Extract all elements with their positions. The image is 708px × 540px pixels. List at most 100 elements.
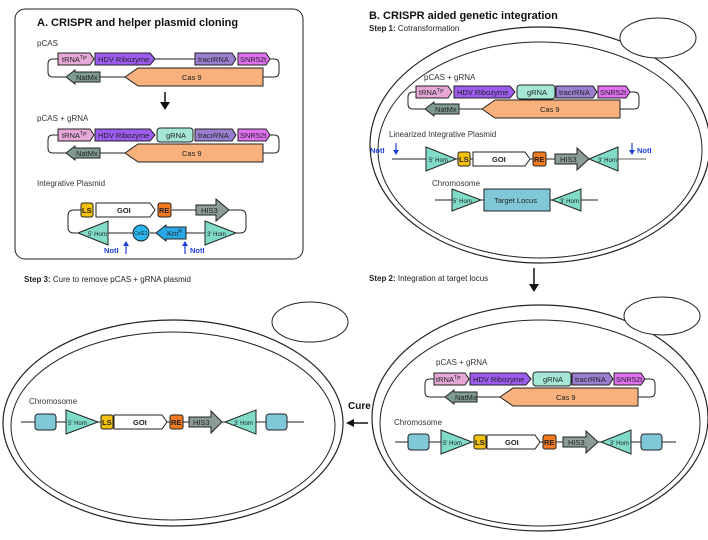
linearized-plasmid: 5' Hom LS GOI RE HIS3 3' Hom NotI NotI — [370, 143, 652, 172]
his3-label: HIS3 — [193, 418, 210, 427]
pcas-grna-plasmid: tRNATyr HDV Ribozyme gRNA tracrRNA SNR52… — [407, 84, 640, 119]
hdv-ribozyme-element — [94, 52, 156, 66]
ls-label: LS — [82, 206, 92, 215]
tracrrna-label: tracrRNA — [575, 375, 606, 384]
noti-arrowhead-icon — [393, 150, 399, 155]
hom3-element — [587, 146, 619, 172]
his3-label: HIS3 — [568, 438, 585, 447]
hom3-label: 3' Hom — [560, 199, 579, 205]
hom3-element — [223, 409, 257, 435]
flank-block — [34, 413, 57, 431]
cell-wall — [2, 319, 344, 527]
re-label: RE — [171, 418, 181, 427]
snr52t-element — [597, 85, 631, 99]
grna-element — [532, 371, 572, 387]
snr52t-element — [237, 128, 271, 142]
trna-label: tRNATyr — [419, 88, 444, 97]
goi-element — [472, 151, 531, 167]
cas9-label: Cas 9 — [540, 105, 560, 114]
ls-label: LS — [459, 155, 469, 164]
natmx-label: NatMx — [76, 149, 98, 158]
target-locus-element — [483, 188, 551, 212]
flank-block — [265, 413, 288, 431]
hom5-element — [65, 409, 100, 435]
bud-cell — [619, 17, 697, 59]
step3-label: Step 3: Cure to remove pCAS + gRNA plasm… — [24, 275, 191, 284]
cell-step2: pCAS + gRNA tRNATyr HDV Ribozyme gRNA tr… — [371, 296, 708, 532]
plasmid-backbone — [620, 91, 640, 110]
noti-label: NotI — [370, 146, 385, 155]
goi-label: GOI — [505, 438, 519, 447]
tracrrna-label: tracrRNA — [198, 55, 229, 64]
hdv-ribozyme-element — [94, 128, 156, 142]
cas9-label: Cas 9 — [556, 393, 576, 402]
noti-label: NotI — [190, 246, 205, 255]
chromosome-integrated: 5' Hom LS GOI RE HIS3 3' Hom — [395, 429, 676, 455]
his3-element — [554, 146, 590, 172]
goi-label: GOI — [133, 418, 147, 427]
cole1-label: ColE1 — [134, 231, 148, 237]
ls-element — [100, 414, 114, 430]
hom3-label: 3' Hom — [610, 441, 629, 447]
noti-arrowhead-icon — [629, 150, 635, 155]
cas9-label: Cas 9 — [182, 149, 202, 158]
kmr-label: KmR — [167, 229, 182, 238]
chromosome-cured: 5' Hom LS GOI RE HIS3 3' Hom — [21, 409, 304, 435]
cell-step1: pCAS + gRNA tRNATyr HDV Ribozyme gRNA tr… — [369, 17, 708, 264]
noti-label: NotI — [104, 246, 119, 255]
pcas-plasmid: tRNATyr HDV Ribozyme tracrRNA SNR52t Nat… — [47, 52, 280, 87]
cell-step3: Chromosome 5' Hom LS GOI RE HIS3 3' Hom — [2, 301, 349, 527]
natmx-element — [424, 100, 460, 118]
panel-a: A. CRISPR and helper plasmid cloning pCA… — [14, 8, 304, 260]
cure-arrow: Cure — [346, 401, 371, 427]
snr52t-label: SNR52t — [240, 131, 267, 140]
tracrrna-element — [194, 52, 237, 66]
noti-arrowhead-icon — [123, 241, 129, 246]
cas9-element — [499, 387, 639, 407]
pcas-label: pCAS — [37, 39, 58, 48]
hdv-ribozyme-element — [453, 85, 516, 99]
pcas-grna-label: pCAS + gRNA — [424, 73, 476, 82]
hom3-element — [599, 429, 632, 455]
plasmid-backbone — [67, 209, 81, 234]
snr52t-element — [237, 52, 271, 66]
goi-element — [113, 414, 168, 430]
natmx-label: NatMx — [455, 393, 477, 402]
target-locus-label: Target Locus — [494, 196, 537, 205]
plasmid-backbone — [263, 134, 280, 154]
plasmid-backbone — [424, 378, 445, 398]
tracrrna-label: tracrRNA — [198, 131, 229, 140]
hom5-element — [440, 429, 474, 455]
cell-wall — [371, 304, 708, 532]
re-element — [542, 434, 557, 450]
hom5-label: 5' Hom — [443, 441, 462, 447]
chromosome-label: Chromosome — [432, 179, 481, 188]
tracrrna-element — [194, 128, 237, 142]
pcas-grna-plasmid: tRNATyr HDV Ribozyme gRNA tracrRNA SNR52… — [424, 371, 656, 407]
hdv-label: HDV Ribozyme — [457, 88, 508, 97]
ls-label: LS — [102, 418, 112, 427]
hom3-element — [204, 220, 238, 246]
plasmid-backbone — [47, 134, 66, 154]
natmx-element — [444, 388, 478, 406]
hom3-element — [550, 188, 582, 212]
his3-element — [195, 197, 230, 223]
re-label: RE — [159, 206, 169, 215]
cole1-element — [132, 224, 150, 242]
trna-element — [415, 85, 453, 99]
hom3-label: 3' Hom — [234, 421, 253, 427]
plasmid-backbone — [263, 58, 280, 78]
hdv-label: HDV Ribozyme — [98, 55, 149, 64]
his3-label: HIS3 — [201, 206, 218, 215]
pcas-grna-plasmid: tRNATyr HDV Ribozyme gRNA tracrRNA SNR52… — [47, 127, 280, 163]
hdv-label: HDV Ribozyme — [473, 375, 524, 384]
tracrrna-label: tracrRNA — [559, 88, 590, 97]
re-element — [157, 202, 172, 218]
cure-label: Cure — [348, 401, 371, 412]
cloning-arrow — [160, 92, 170, 110]
chromosome-label: Chromosome — [29, 397, 78, 406]
noti-label: NotI — [637, 146, 652, 155]
kmr-element — [155, 223, 187, 243]
re-label: RE — [544, 438, 554, 447]
